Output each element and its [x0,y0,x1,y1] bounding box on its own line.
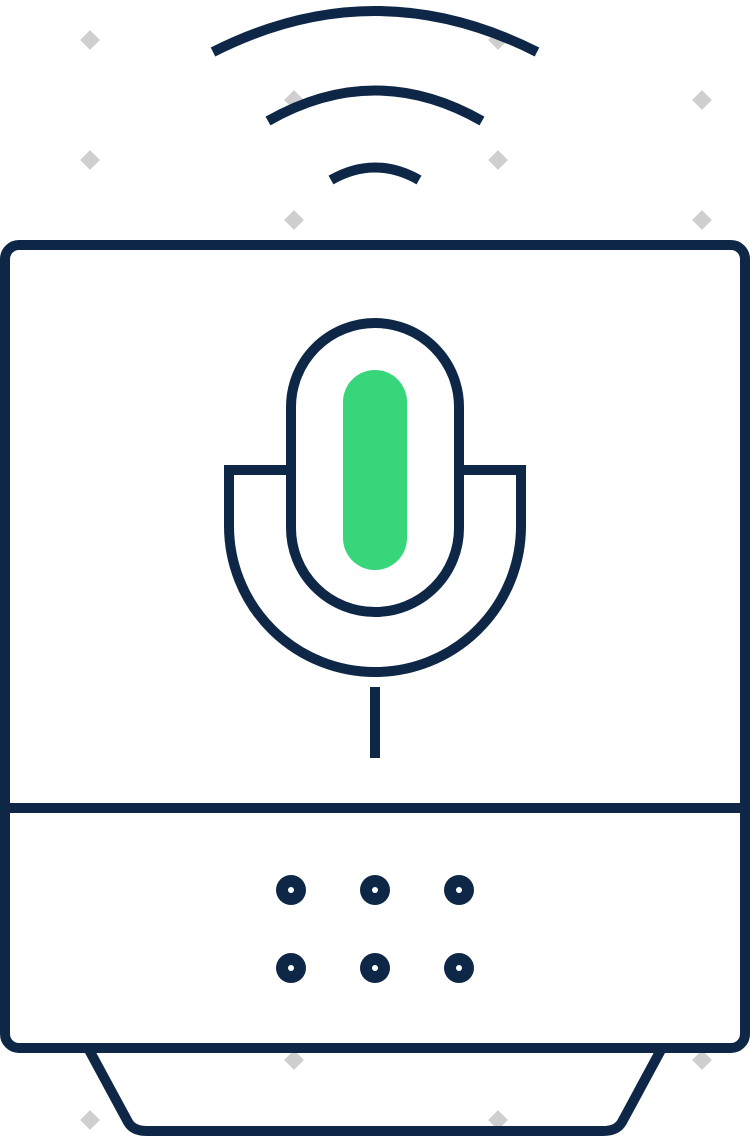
speaker-base [83,1045,667,1136]
wifi-arc-small [328,162,422,185]
watermark-diamond [284,1050,304,1070]
watermark-diamond [692,1050,712,1070]
wifi-signal-icon [210,6,540,185]
indicator-dot-center [288,887,294,893]
wifi-arc-medium [265,85,485,126]
wifi-arc-large [210,6,540,57]
watermark-diamond [80,1110,100,1130]
indicator-dots [276,875,474,983]
indicator-dot-center [288,965,294,971]
watermark-diamond [692,90,712,110]
microphone-icon [224,318,526,758]
watermark-diamond [80,150,100,170]
watermark-diamond [488,150,508,170]
watermark-diamond [488,1110,508,1130]
indicator-dot-center [372,965,378,971]
speaker-body [0,240,750,1053]
indicator-dot-center [456,965,462,971]
microphone-level-indicator [343,370,407,570]
watermark-diamond [284,210,304,230]
watermark-diamond [80,30,100,50]
indicator-dot-center [372,887,378,893]
microphone-holder [224,465,526,677]
watermark-diamond [692,210,712,230]
indicator-dot-center [456,887,462,893]
